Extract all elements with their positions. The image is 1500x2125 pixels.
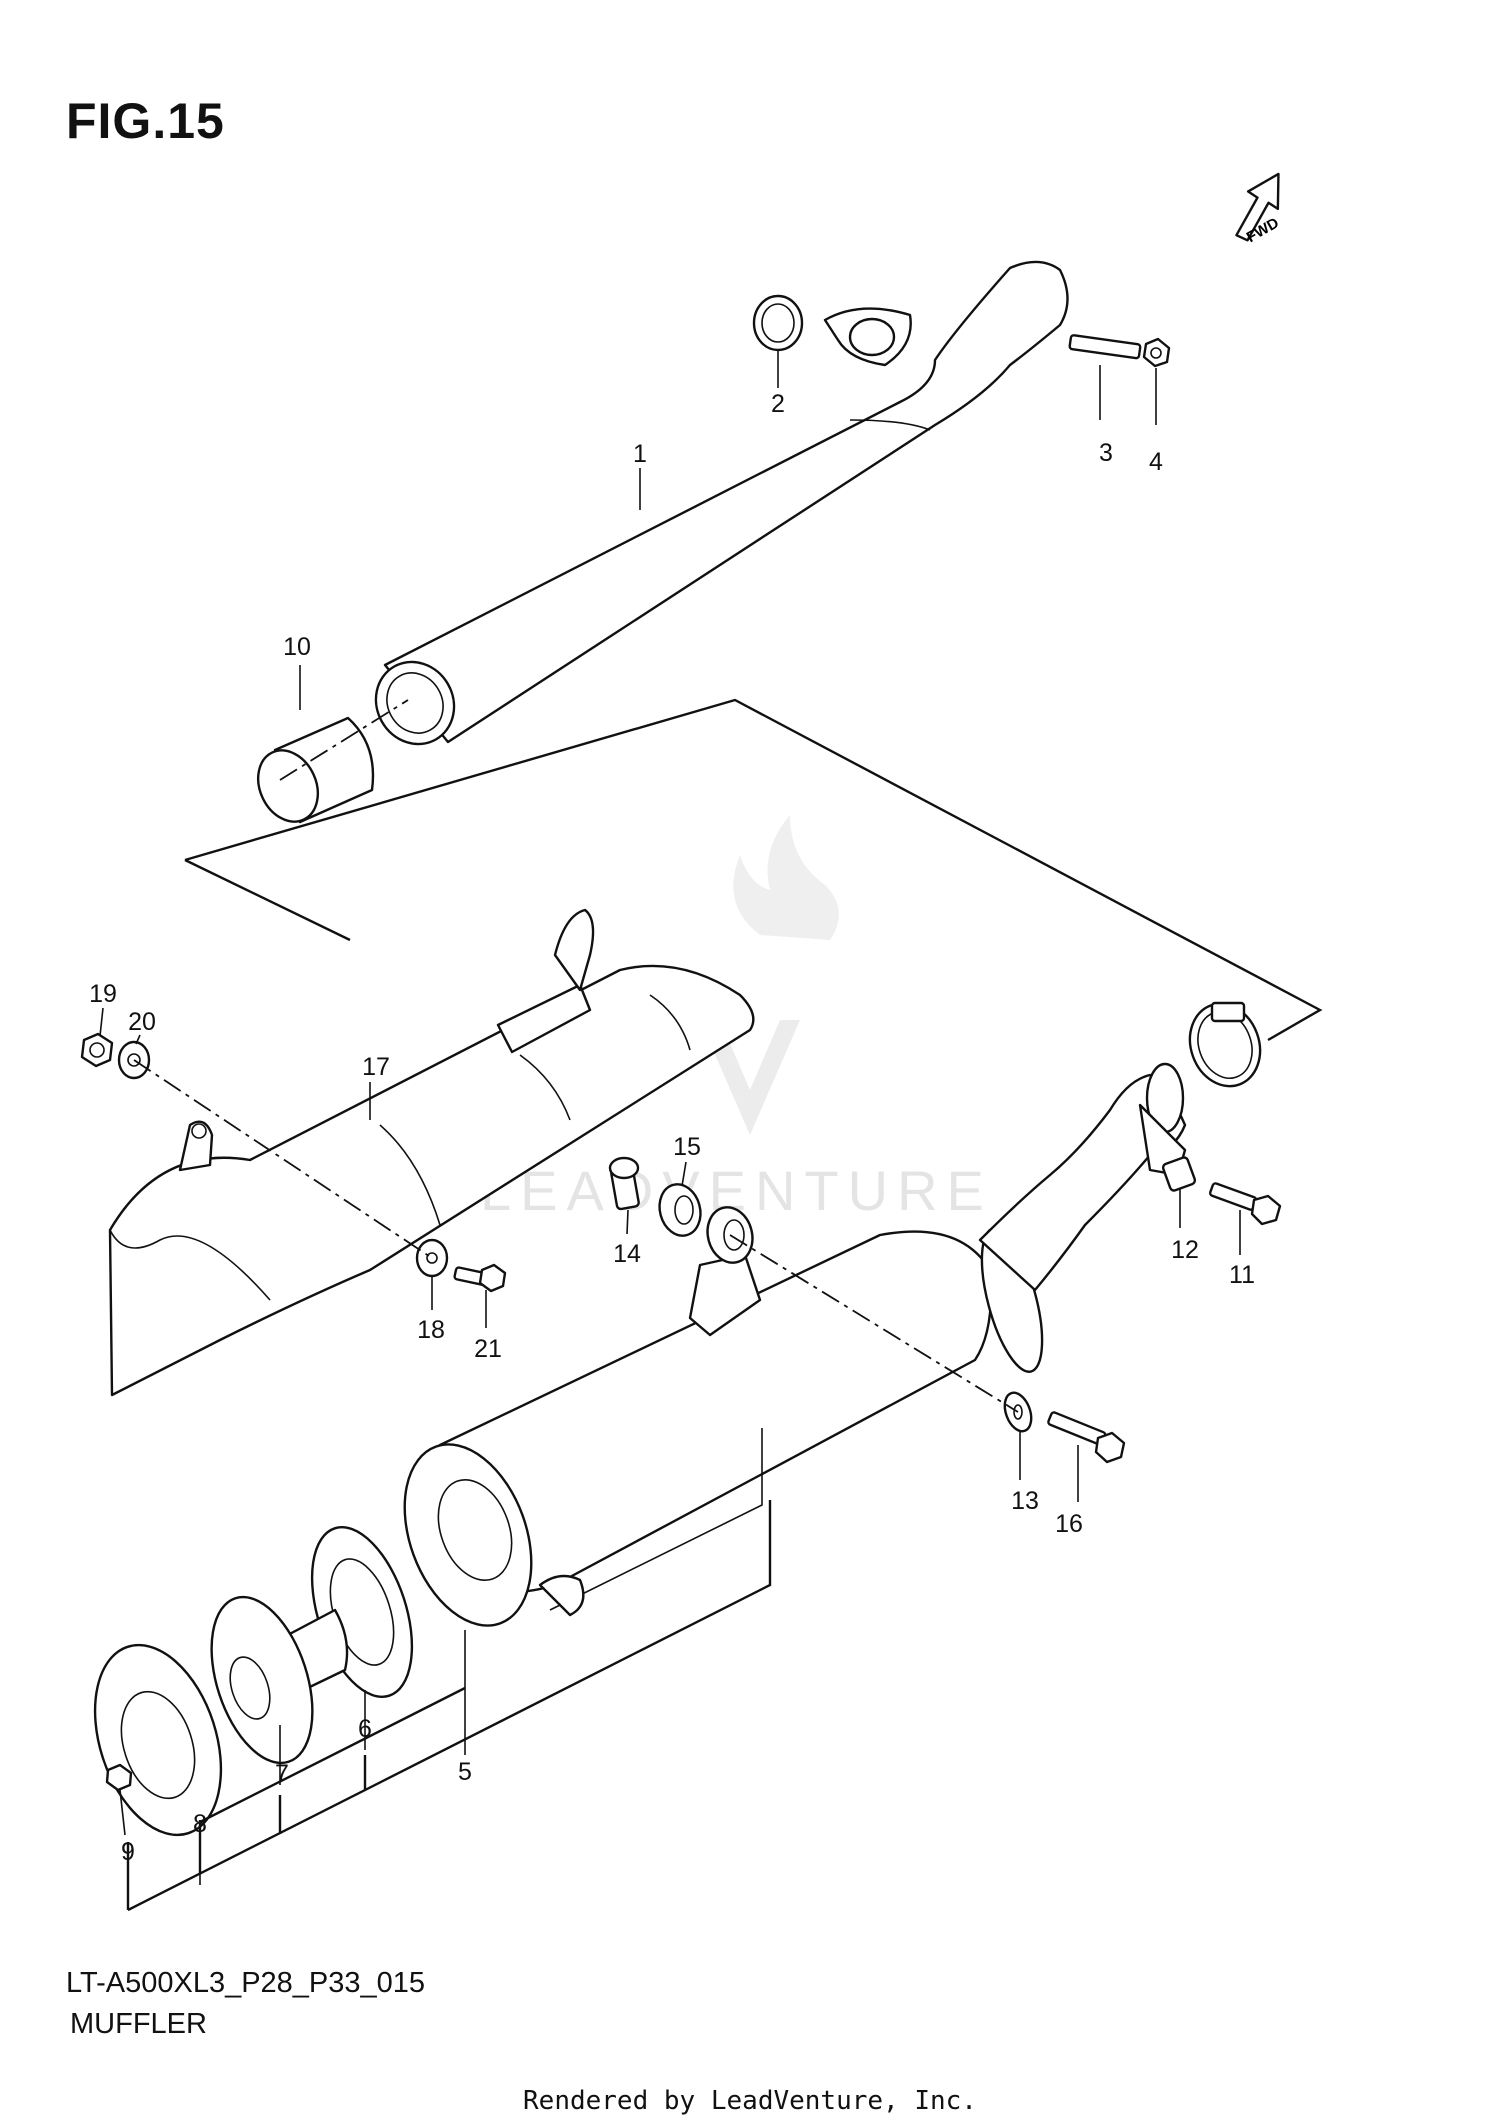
pipe-sleeve: [256, 716, 375, 824]
callout-8: 8: [193, 1810, 207, 1838]
callout-21: 21: [474, 1335, 502, 1363]
callout-7: 7: [275, 1760, 289, 1788]
washer-shield: [415, 1238, 449, 1278]
diagram-code: LT-A500XL3_P28_P33_015: [66, 1967, 426, 1999]
callout-16: 16: [1055, 1510, 1083, 1538]
collar: [608, 1156, 640, 1211]
muffler-body: [403, 1062, 1187, 1627]
group-bracket: [126, 1500, 772, 1912]
figure-title: FIG.15: [66, 93, 225, 149]
assembly-line: [729, 1234, 1019, 1413]
leader-lines: [99, 350, 1241, 1885]
callout-10: 10: [283, 633, 311, 661]
callout-labels: 1 2 3 4 5 6 7 8 9 10 11 12 13 14 15 16 1…: [89, 390, 1255, 1866]
callout-4: 4: [1149, 448, 1163, 476]
callout-9: 9: [121, 1838, 135, 1866]
flange-nut: [1142, 337, 1171, 368]
callout-12: 12: [1171, 1236, 1199, 1264]
forward-direction-arrow: FWD: [1235, 172, 1282, 246]
spark-arrester: [210, 1595, 349, 1765]
assembly-line: [133, 1059, 433, 1259]
callout-1: 1: [633, 440, 647, 468]
callout-19: 19: [89, 980, 117, 1008]
group-outline: [184, 698, 1323, 1042]
callout-6: 6: [358, 1715, 372, 1743]
callout-18: 18: [417, 1316, 445, 1344]
exhaust-pipe: [374, 260, 1069, 746]
callout-14: 14: [613, 1240, 641, 1268]
diagram-name: MUFFLER: [70, 2008, 207, 2040]
mount-bolt-rear: [1208, 1182, 1282, 1226]
callout-11: 11: [1229, 1261, 1255, 1289]
callout-15: 15: [673, 1133, 701, 1161]
spacer: [1161, 1156, 1197, 1192]
mount-bolt-front: [1047, 1411, 1126, 1464]
group-bracket: [199, 1686, 466, 1824]
assembly-line: [279, 699, 409, 781]
pipe-clamp: [1188, 1001, 1262, 1088]
callout-20: 20: [128, 1008, 156, 1036]
shield-nut: [80, 1032, 114, 1068]
callout-2: 2: [771, 390, 785, 418]
end-cap-bolt: [105, 1763, 133, 1792]
heat-shield: [108, 908, 755, 1397]
callout-13: 13: [1011, 1487, 1039, 1515]
callout-3: 3: [1099, 439, 1113, 467]
callout-17: 17: [362, 1053, 390, 1081]
stud-bolt: [1068, 334, 1142, 360]
render-credit: Rendered by LeadVenture, Inc.: [523, 2086, 977, 2116]
group-outline: [184, 858, 351, 942]
callout-5: 5: [458, 1758, 472, 1786]
shield-bolt: [453, 1263, 507, 1293]
gasket-ring: [752, 294, 804, 352]
